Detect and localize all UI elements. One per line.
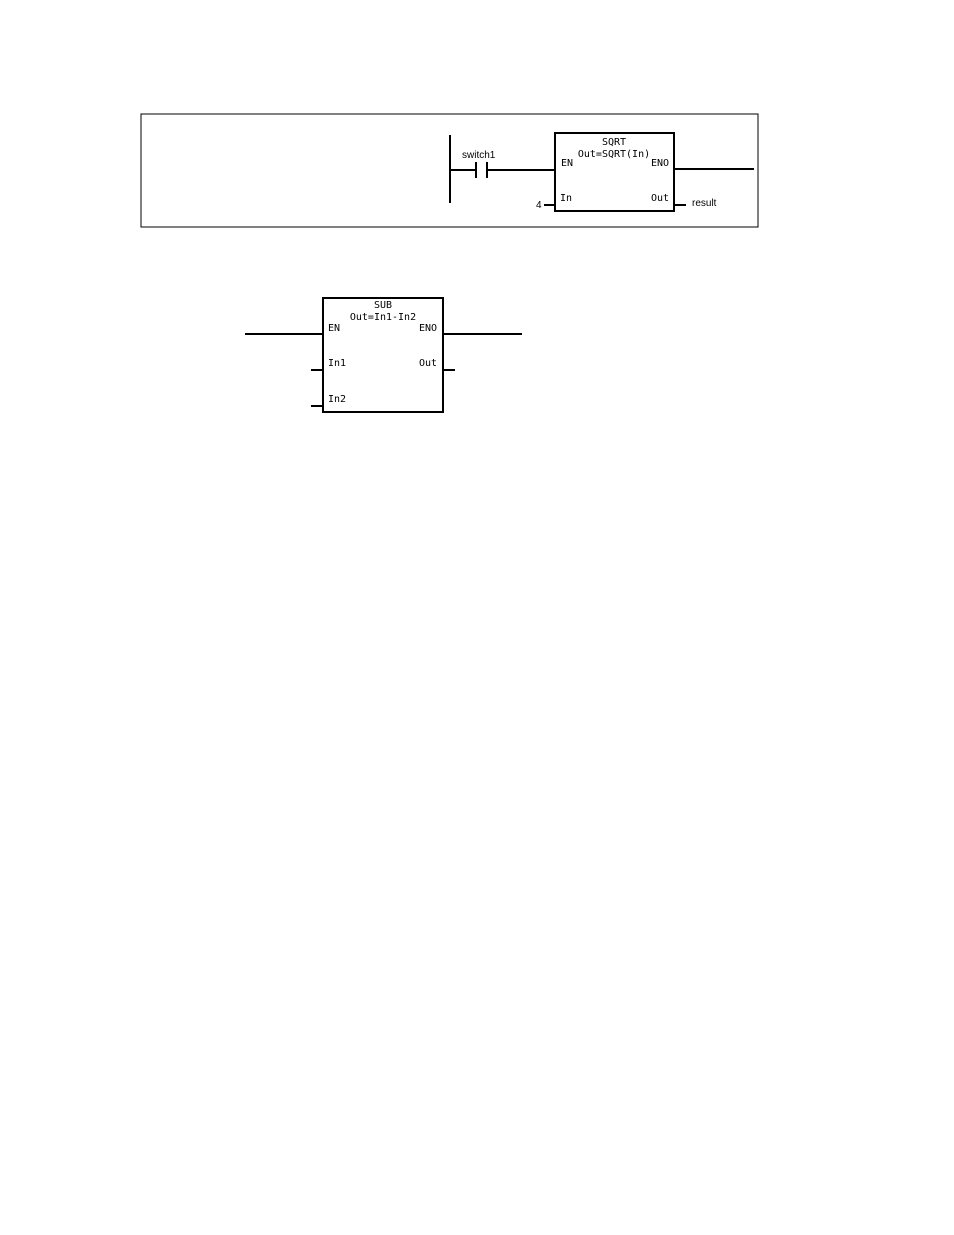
sub-block-formula: Out=In1-In2: [350, 312, 416, 323]
sub-pin-in1: In1: [328, 358, 346, 369]
sqrt-pin-en: EN: [561, 158, 573, 169]
sqrt-block-title: SQRT: [602, 137, 626, 148]
contact-label: switch1: [462, 150, 496, 161]
output-variable-label: result: [692, 198, 717, 209]
sub-pin-eno: ENO: [419, 323, 437, 334]
sub-block-panel: SUB Out=In1-In2 EN ENO In1 Out In2: [245, 298, 522, 412]
sqrt-pin-eno: ENO: [651, 158, 669, 169]
sqrt-pin-out: Out: [651, 193, 669, 204]
normally-open-contact[interactable]: [476, 162, 487, 178]
input-value-label: 4: [536, 200, 542, 211]
sub-pin-en: EN: [328, 323, 340, 334]
sub-pin-out: Out: [419, 358, 437, 369]
sub-function-block[interactable]: SUB Out=In1-In2 EN ENO In1 Out In2: [323, 298, 443, 412]
sqrt-function-block[interactable]: SQRT Out=SQRT(In) EN ENO In Out: [555, 133, 674, 211]
sqrt-pin-in: In: [560, 193, 572, 204]
sub-pin-in2: In2: [328, 394, 346, 405]
sqrt-block-formula: Out=SQRT(In): [578, 149, 650, 160]
sqrt-rung-panel: switch1 SQRT Out=SQRT(In) EN ENO In Out …: [141, 114, 758, 227]
sub-block-title: SUB: [374, 300, 392, 311]
